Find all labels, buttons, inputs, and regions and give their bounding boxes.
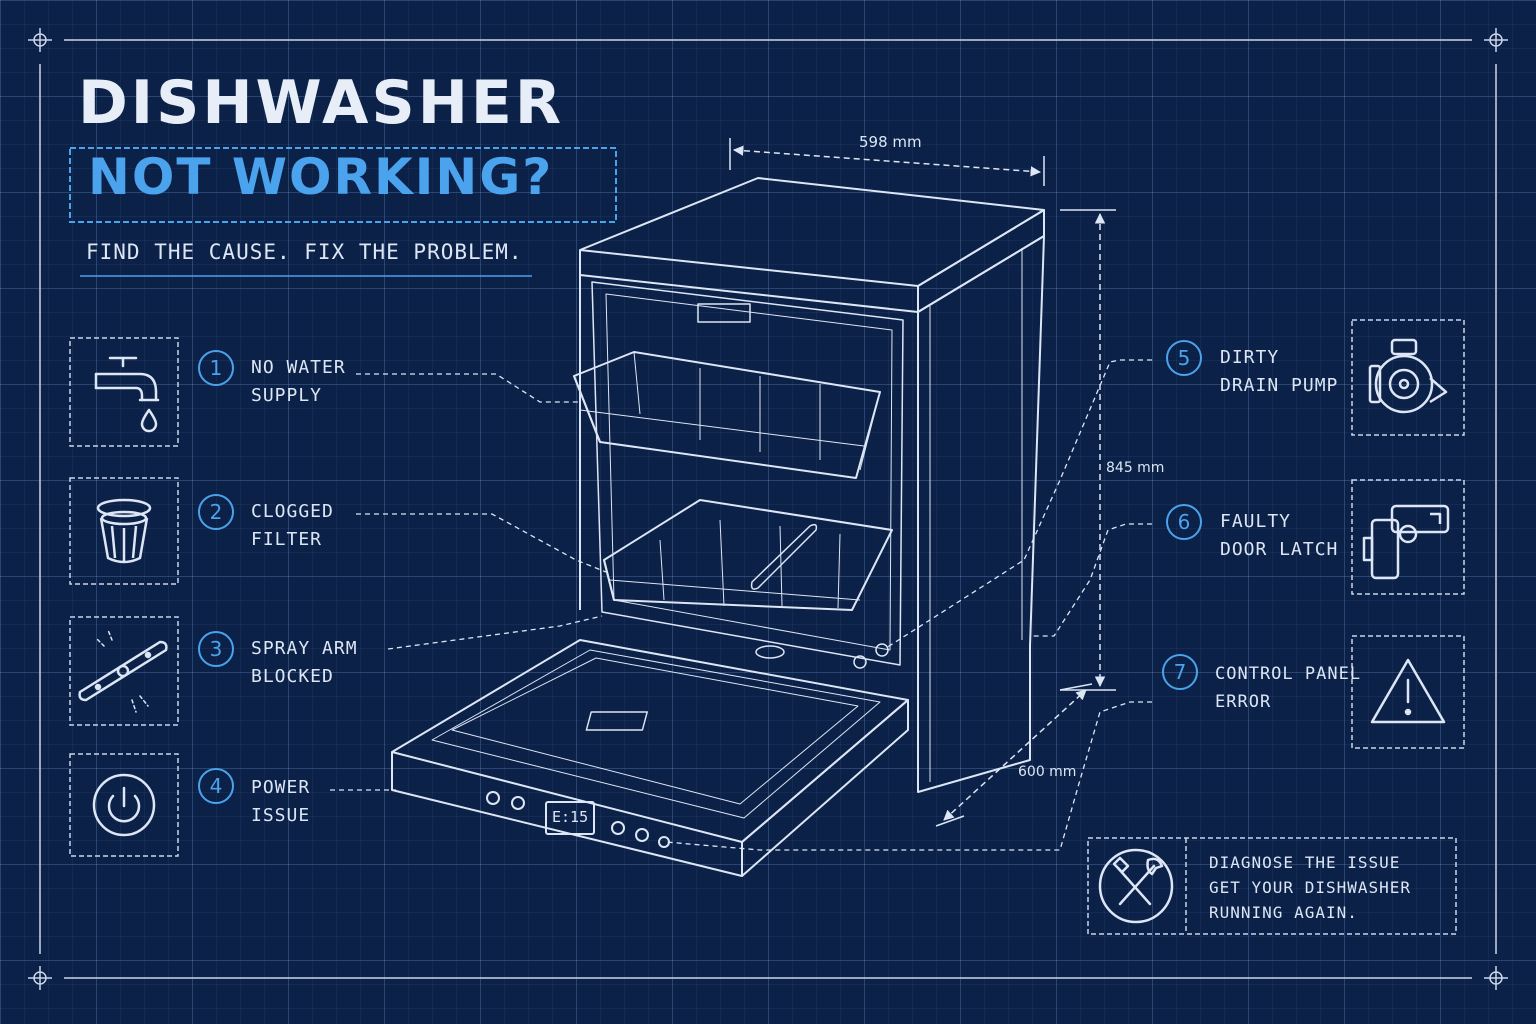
drain-pump-icon [1368,338,1448,414]
blueprint-frame [28,28,1508,990]
filter-icon [96,498,152,564]
issue-label-line: DRAIN PUMP [1220,375,1339,396]
page-title: DISHWASHER [78,68,565,138]
control-panel-display: E:15 [552,808,589,826]
issue-label-clogged-filter: CLOGGED FILTER [251,498,334,554]
tagline: FIND THE CAUSE. FIX THE PROBLEM. [86,240,523,264]
issue-label-line: ISSUE [251,805,311,826]
issue-number-7: 7 [1162,654,1198,690]
issue-label-line: NO WATER [251,357,346,378]
cta-line: DIAGNOSE THE ISSUE [1209,853,1401,872]
issue-label-dirty-drain-pump: DIRTY DRAIN PUMP [1220,344,1338,400]
issue-label-line: CONTROL PANEL [1215,664,1362,684]
issue-label-line: FAULTY [1220,511,1292,532]
issue-icon-boxes [69,319,1465,857]
dimension-width-label: 598 mm [859,133,922,151]
leader-lines [330,359,1152,851]
issue-label-line: CLOGGED [251,501,334,522]
tools-icon [1098,848,1174,924]
door-latch-icon [1362,504,1450,580]
issue-label-line: DOOR LATCH [1220,539,1339,560]
issue-number-5: 5 [1166,340,1202,376]
issue-number-4: 4 [198,768,234,804]
issue-label-line: FILTER [251,529,323,550]
issue-label-line: DIRTY [1220,347,1280,368]
power-icon [92,773,156,837]
issue-label-line: BLOCKED [251,666,334,687]
issue-label-control-panel-error: CONTROL PANEL ERROR [1215,660,1361,716]
page-title-highlight: NOT WORKING? [88,148,554,206]
issue-label-no-water-supply: NO WATER SUPPLY [251,354,346,410]
title-box [69,147,617,277]
cta-line: GET YOUR DISHWASHER [1209,878,1412,897]
dimension-depth-label: 600 mm [1018,764,1077,780]
cta-line: RUNNING AGAIN. [1209,903,1358,922]
spray-arm-icon [78,629,168,713]
dishwasher-illustration [391,177,1045,877]
faucet-icon [94,356,160,433]
cta-box [1087,837,1457,935]
issue-label-spray-arm-blocked: SPRAY ARM BLOCKED [251,635,358,691]
issue-number-3: 3 [198,631,234,667]
issue-label-power-issue: POWER ISSUE [251,774,310,830]
cta-text: DIAGNOSE THE ISSUE GET YOUR DISHWASHER R… [1209,850,1411,925]
issue-label-line: POWER [251,777,311,798]
dimension-lines [729,138,1116,827]
issue-label-line: SUPPLY [251,385,323,406]
issue-number-1: 1 [198,350,234,386]
issue-number-2: 2 [198,494,234,530]
issue-number-6: 6 [1166,504,1202,540]
dimension-height-label: 845 mm [1106,460,1165,476]
issue-label-line: ERROR [1215,692,1272,712]
issue-label-line: SPRAY ARM [251,638,358,659]
warning-icon [1370,658,1446,724]
issue-label-faulty-door-latch: FAULTY DOOR LATCH [1220,508,1338,564]
